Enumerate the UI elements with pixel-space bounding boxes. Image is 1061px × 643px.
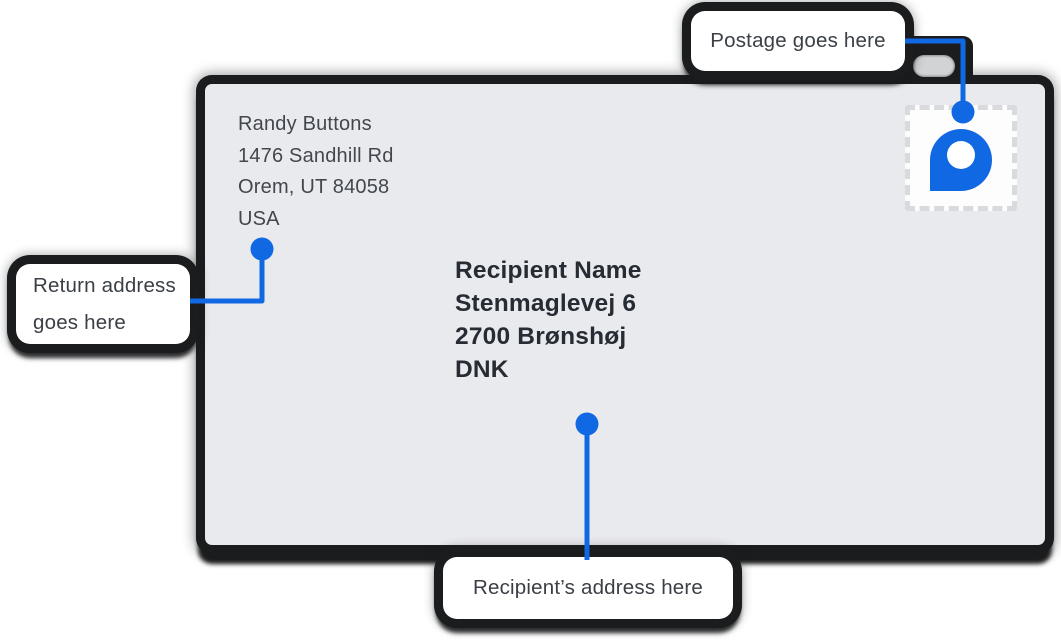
location-pin-logo-icon [930,129,992,191]
recipient-address-line: Recipient Name [455,257,642,284]
postage-stamp [905,105,1017,211]
recipient-address-block: Recipient Name Stenmaglevej 6 2700 Brøns… [455,254,642,386]
callout-postage-label: Postage goes here [710,29,886,52]
recipient-address-line: Stenmaglevej 6 [455,290,637,317]
return-address-line: 1476 Sandhill Rd [238,144,394,167]
return-address-line: USA [238,207,280,230]
callout-recipient-address-label: Recipient’s address here [472,576,704,599]
location-pin-logo-hole [947,141,975,169]
tag-slot-hole [913,55,955,77]
callout-postage: Postage goes here [691,11,905,71]
return-address-block: Randy Buttons 1476 Sandhill Rd Orem, UT … [238,109,394,235]
return-address-line: Randy Buttons [238,113,372,135]
return-address-line: Orem, UT 84058 [238,176,390,198]
envelope: Randy Buttons 1476 Sandhill Rd Orem, UT … [205,84,1045,545]
recipient-address-line: 2700 Brønshøj [455,323,627,350]
recipient-address-line: DNK [455,356,509,383]
postage-stamp-face [910,110,1012,206]
callout-recipient-address: Recipient’s address here [443,557,733,619]
callout-return-address: Return address goes here [16,264,190,344]
callout-return-address-label: Return address goes here [33,274,176,334]
